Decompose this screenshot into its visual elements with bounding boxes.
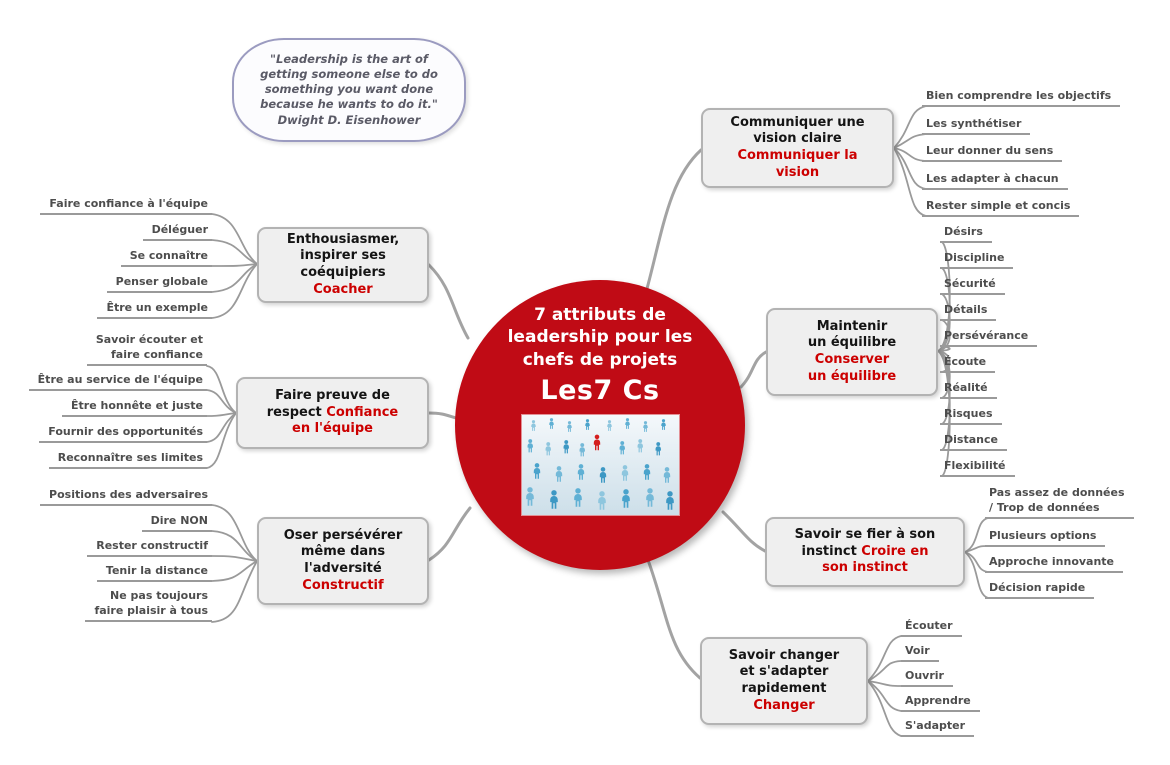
- branch-label-black: Oser persévérer même dans l'adversité: [283, 527, 403, 576]
- branch-label-red: Communiquer la vision: [737, 148, 858, 180]
- leaf-label[interactable]: Les adapter à chacun: [922, 171, 1068, 191]
- leaf-label[interactable]: Rester constructif: [87, 538, 212, 558]
- quote-bubble[interactable]: "Leadership is the art of getting someon…: [232, 38, 466, 142]
- leaf-label[interactable]: Être un exemple: [97, 300, 212, 320]
- branch-label-red: Confiance en l'équipe: [292, 404, 399, 437]
- central-title: 7 attributs de leadership pour les chefs…: [507, 305, 693, 370]
- branch-label-black: Maintenir un équilibre: [807, 318, 897, 351]
- branch-node-communiquer[interactable]: Communiquer une vision claire Communique…: [701, 108, 894, 188]
- branch-label-red: Conserver un équilibre: [807, 352, 897, 384]
- leaf-label[interactable]: Tenir la distance: [96, 563, 212, 583]
- leaf-label[interactable]: Ouvrir: [901, 668, 953, 688]
- leaf-label[interactable]: Réalité: [940, 380, 997, 400]
- quote-text: "Leadership is the art of getting someon…: [260, 51, 438, 112]
- branch-label-black: Faire preuve de respect: [266, 388, 390, 420]
- branch-label-red: Coacher: [313, 281, 373, 297]
- branch-node-instinct[interactable]: Savoir se fier à son instinct Croire en …: [765, 517, 965, 587]
- branch-label-black: Enthousiasmer, inspirer ses coéquipiers: [286, 231, 400, 280]
- leaf-label[interactable]: Déléguer: [142, 222, 212, 242]
- branch-label-black: Communiquer une vision claire: [730, 114, 865, 147]
- leaf-label[interactable]: Leur donner du sens: [922, 143, 1063, 163]
- leaf-label[interactable]: Discipline: [940, 250, 1014, 270]
- leaf-label[interactable]: Être honnête et juste: [62, 398, 207, 418]
- leaf-label[interactable]: Risques: [940, 406, 1002, 426]
- quote-author: Dwight D. Eisenhower: [277, 113, 421, 128]
- central-topic[interactable]: 7 attributs de leadership pour les chefs…: [455, 280, 745, 570]
- branch-node-confiance[interactable]: Faire preuve de respect Confiance en l'é…: [236, 377, 429, 449]
- branch-node-changer[interactable]: Savoir changer et s'adapter rapidement C…: [700, 637, 868, 725]
- leaf-label[interactable]: Distance: [940, 432, 1007, 452]
- leaf-label[interactable]: Voir: [901, 643, 939, 663]
- leaf-label[interactable]: Apprendre: [901, 693, 980, 713]
- leaf-label[interactable]: Fournir des opportunités: [39, 424, 207, 444]
- leaf-label[interactable]: Rester simple et concis: [922, 198, 1080, 218]
- leaf-label[interactable]: Persévérance: [940, 328, 1038, 348]
- leaf-label[interactable]: Dire NON: [141, 513, 212, 533]
- leaf-label[interactable]: Pas assez de données / Trop de données: [985, 485, 1134, 520]
- leaf-label[interactable]: Écoute: [940, 354, 996, 374]
- leaf-label[interactable]: Savoir écouter et faire confiance: [86, 332, 207, 367]
- leaf-label[interactable]: Reconnaître ses limites: [48, 450, 207, 470]
- branch-node-constructif[interactable]: Oser persévérer même dans l'adversité Co…: [257, 517, 429, 605]
- leaf-label[interactable]: Se connaître: [120, 248, 212, 268]
- leaf-label[interactable]: Positions des adversaires: [40, 487, 212, 507]
- leaf-label[interactable]: Décision rapide: [985, 580, 1095, 600]
- leaf-label[interactable]: Ne pas toujours faire plaisir à tous: [85, 588, 212, 623]
- branch-label-black: Savoir changer et s'adapter rapidement: [728, 647, 840, 696]
- branch-node-coacher[interactable]: Enthousiasmer, inspirer ses coéquipiers …: [257, 227, 429, 303]
- leaf-label[interactable]: Désirs: [940, 224, 992, 244]
- leaf-label[interactable]: Bien comprendre les objectifs: [922, 88, 1121, 108]
- branch-label-red: Changer: [753, 697, 815, 713]
- leaf-label[interactable]: Flexibilité: [940, 458, 1015, 478]
- branch-label-red: Croire en son instinct: [822, 543, 929, 576]
- central-subtitle: Les7 Cs: [540, 375, 660, 407]
- leaf-label[interactable]: Sécurité: [940, 276, 1005, 296]
- leaf-label[interactable]: Faire confiance à l'équipe: [40, 196, 212, 216]
- leaf-label[interactable]: Plusieurs options: [985, 528, 1106, 548]
- leaf-label[interactable]: Approche innovante: [985, 554, 1124, 574]
- branch-node-equilibre[interactable]: Maintenir un équilibre Conserver un équi…: [766, 308, 938, 396]
- leaf-label[interactable]: Être au service de l'équipe: [28, 372, 207, 392]
- leaf-label[interactable]: Les synthétiser: [922, 116, 1031, 136]
- leaf-label[interactable]: Détails: [940, 302, 997, 322]
- leaf-label[interactable]: Penser globale: [106, 274, 212, 294]
- branch-label-black: Savoir se fier à son instinct: [794, 527, 936, 559]
- leaf-label[interactable]: Écouter: [901, 618, 962, 638]
- branch-label-red: Constructif: [302, 577, 384, 593]
- leaf-label[interactable]: S'adapter: [901, 718, 975, 738]
- crowd-image: [521, 415, 679, 516]
